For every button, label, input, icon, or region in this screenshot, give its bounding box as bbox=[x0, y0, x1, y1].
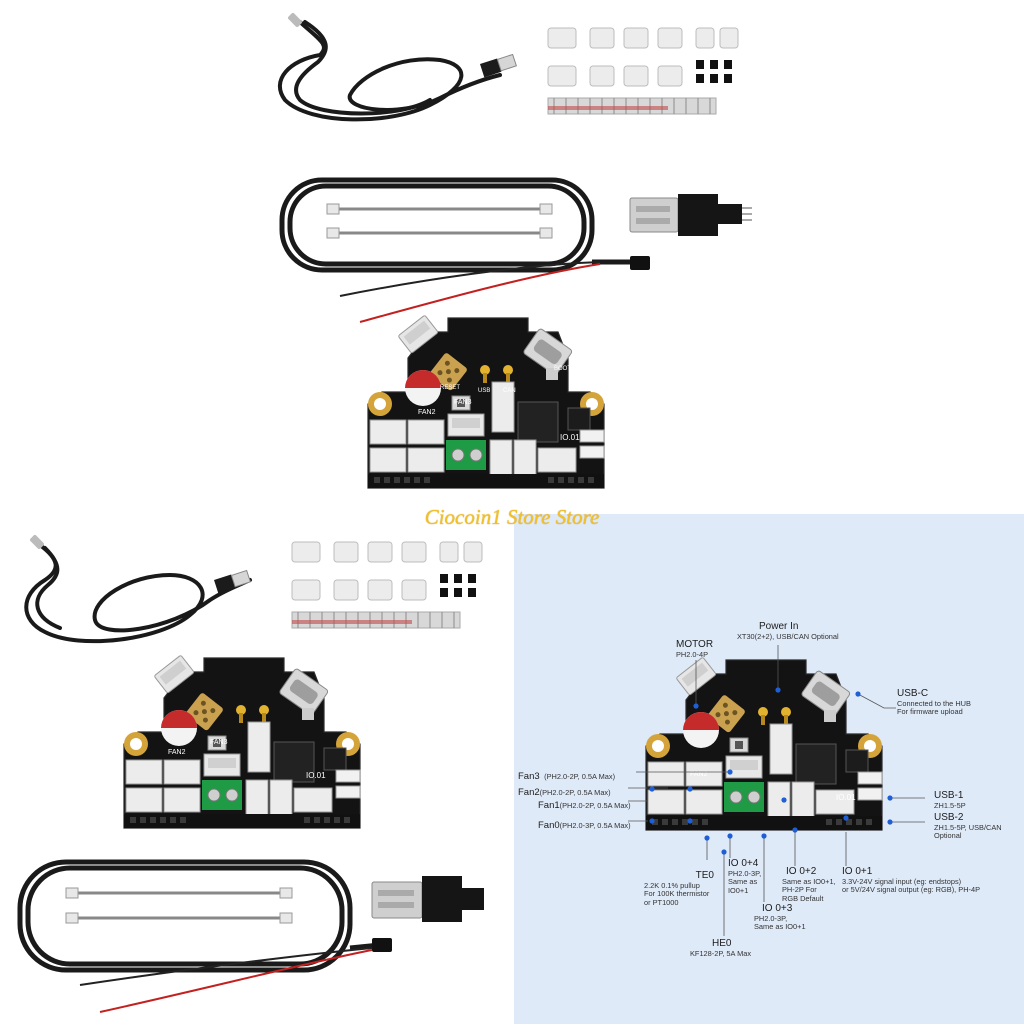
callout-io04: IO 0+4 PH2.0-3P, Same as IO0+1 bbox=[728, 858, 761, 895]
io02-detail-2: PH-2P For bbox=[782, 885, 817, 895]
io03-detail-1: PH2.0-3P, bbox=[754, 913, 788, 923]
callout-io03: IO 0+3 PH2.0-3P, Same as IO0+1 bbox=[754, 903, 806, 932]
fan0-title: Fan0 bbox=[538, 820, 560, 831]
usb-c-detail-2: For firmware upload bbox=[897, 707, 963, 717]
board-boot-label: BOOT0 bbox=[554, 366, 575, 372]
board-usb-label: USB bbox=[478, 388, 490, 394]
usb1-title: USB-1 bbox=[934, 790, 964, 801]
callout-dots bbox=[649, 687, 893, 855]
fan2-detail: (PH2.0-2P, 0.5A Max) bbox=[539, 788, 611, 797]
usb-adapter-top bbox=[629, 194, 752, 236]
fan0-detail: (PH2.0-3P, 0.5A Max) bbox=[559, 821, 631, 830]
board-fan2-label: FAN2 bbox=[418, 409, 436, 416]
usb-c-detail-1: Connected to the HUB bbox=[897, 698, 971, 708]
callout-io01: IO 0+1 3.3V-24V signal input (eg: endsto… bbox=[842, 866, 980, 895]
te0-detail-1: 2.2K 0.1% pullup bbox=[644, 880, 700, 890]
connector-housings-bottom bbox=[291, 541, 483, 629]
extension-cable-loop-top bbox=[279, 177, 640, 273]
te0-title: TE0 bbox=[695, 870, 714, 881]
te0-detail-3: or PT1000 bbox=[644, 897, 679, 907]
board-io01-label: IO.01 bbox=[560, 433, 580, 442]
callout-usb-c: USB-C Connected to the HUB For firmware … bbox=[897, 688, 971, 717]
motor-title: MOTOR bbox=[676, 639, 714, 650]
callout-usb1: USB-1 ZH1.5-5P bbox=[934, 790, 966, 810]
motor-detail: PH2.0-4P bbox=[676, 649, 709, 659]
he0-detail: KF128-2P, 5A Max bbox=[690, 948, 752, 958]
io04-detail-1: PH2.0-3P, bbox=[728, 868, 762, 878]
usb2-title: USB-2 bbox=[934, 812, 964, 823]
usb-adapter-bottom bbox=[371, 876, 484, 922]
io03-detail-2: Same as IO0+1 bbox=[754, 922, 806, 932]
store-watermark: Ciocoin1 Store Store bbox=[424, 505, 600, 529]
io04-detail-3: IO0+1 bbox=[728, 885, 749, 895]
io04-detail-2: Same as bbox=[728, 877, 758, 887]
fan1-title: Fan1 bbox=[538, 800, 560, 811]
callout-fan2: Fan2(PH2.0-2P, 0.5A Max) bbox=[518, 782, 611, 800]
io01-detail-1: 3.3V-24V signal input (eg: endstops) bbox=[842, 876, 962, 886]
io02-detail-3: RGB Default bbox=[782, 893, 824, 903]
fan3-title: Fan3 bbox=[518, 771, 540, 782]
board-fan3-label: FAN3 bbox=[454, 399, 472, 406]
toolhead-board-top bbox=[367, 314, 605, 489]
callout-usb2: USB-2 ZH1.5-5P, USB/CAN Optional bbox=[934, 812, 1002, 841]
board-io01-label-bottom: IO.01 bbox=[306, 771, 326, 780]
board-fan2-label-bottom: FAN2 bbox=[168, 749, 186, 756]
io04-title: IO 0+4 bbox=[728, 858, 759, 869]
io02-detail-1: Same as IO0+1, bbox=[782, 876, 836, 886]
callout-motor: MOTOR PH2.0-4P bbox=[676, 639, 713, 659]
callout-te0: TE0 2.2K 0.1% pullup For 100K thermistor… bbox=[644, 870, 718, 907]
io01-detail-2: or 5V/24V signal output (eg: RGB), PH-4P bbox=[842, 885, 981, 895]
io01-title: IO 0+1 bbox=[842, 866, 873, 877]
fan2-title: Fan2 bbox=[518, 787, 540, 798]
board-can-label: CAN bbox=[503, 388, 516, 394]
callout-power-in: Power In XT30(2+2), USB/CAN Optional bbox=[737, 621, 839, 641]
fan3-detail: (PH2.0-2P, 0.5A Max) bbox=[544, 772, 616, 781]
board-reset-label: RESET bbox=[440, 385, 460, 391]
usb1-detail: ZH1.5-5P bbox=[934, 800, 966, 810]
usb-cable-coil-bottom bbox=[24, 543, 252, 644]
diagram-io01-label: IO.01 bbox=[836, 793, 856, 802]
io03-title: IO 0+3 bbox=[762, 903, 793, 914]
board-fan3-label-bottom: FAN3 bbox=[210, 739, 228, 746]
callout-io02: IO 0+2 Same as IO0+1, PH-2P For RGB Defa… bbox=[782, 866, 836, 903]
callout-fan0: Fan0(PH2.0-3P, 0.5A Max) bbox=[538, 815, 631, 833]
power-in-detail: XT30(2+2), USB/CAN Optional bbox=[737, 631, 839, 641]
fan1-detail: (PH2.0-2P, 0.5A Max) bbox=[559, 801, 631, 810]
usb-c-title: USB-C bbox=[897, 688, 929, 699]
usb2-detail-2: Optional bbox=[934, 831, 962, 841]
callout-fan3: Fan3 (PH2.0-2P, 0.5A Max) bbox=[518, 766, 615, 784]
io02-title: IO 0+2 bbox=[786, 866, 817, 877]
usb-cable-coil-top bbox=[278, 20, 502, 122]
callout-he0: HE0 KF128-2P, 5A Max bbox=[690, 938, 751, 958]
te0-detail-2: For 100K thermistor bbox=[644, 889, 710, 899]
he0-title: HE0 bbox=[712, 938, 732, 949]
usb2-detail-1: ZH1.5-5P, USB/CAN bbox=[934, 822, 1002, 832]
connector-housings-top bbox=[547, 27, 739, 115]
callout-fan1: Fan1(PH2.0-2P, 0.5A Max) bbox=[538, 795, 631, 813]
toolhead-board-bottom bbox=[123, 654, 361, 829]
callout-lines bbox=[628, 645, 925, 936]
diagram-fan2-label: FAN2 bbox=[690, 771, 708, 778]
power-in-title: Power In bbox=[759, 621, 799, 632]
